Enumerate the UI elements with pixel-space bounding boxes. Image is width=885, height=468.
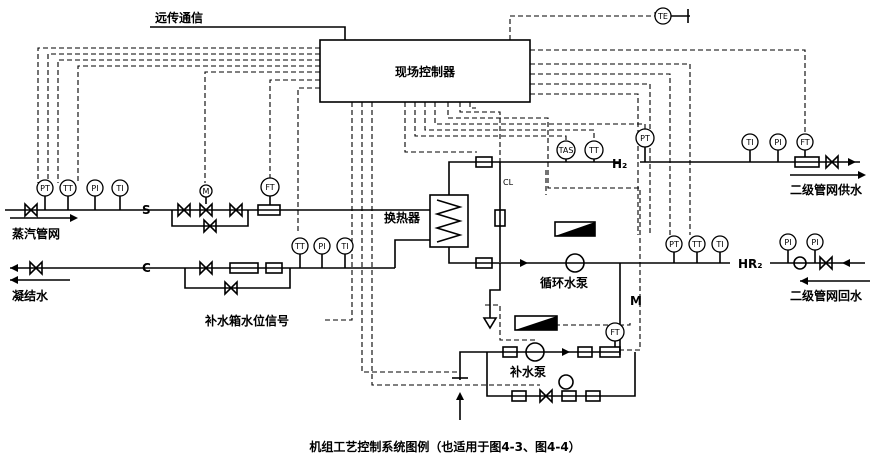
svg-text:PT: PT xyxy=(40,184,50,193)
svg-text:FT: FT xyxy=(265,183,274,192)
steam-pipe-label: 蒸汽管网 xyxy=(12,226,60,241)
svg-text:TT: TT xyxy=(691,240,702,249)
secondary-return-line xyxy=(448,221,870,355)
svg-text:PT: PT xyxy=(669,240,679,249)
makeup-section xyxy=(452,315,636,420)
condensate-instruments: TT PI TI xyxy=(291,237,354,268)
remote-comm-label: 远传通信 xyxy=(155,10,203,25)
steam-s-label: S xyxy=(142,203,151,217)
svg-text:M: M xyxy=(203,187,210,196)
condensate-label: 凝结水 xyxy=(12,288,49,303)
svg-text:PI: PI xyxy=(774,138,781,147)
tank-level-label: 补水箱水位信号 xyxy=(204,313,289,328)
svg-text:FT: FT xyxy=(800,138,809,147)
signal-lines xyxy=(37,9,806,386)
return-instruments: PT TT TI PI PI xyxy=(665,233,824,263)
svg-text:TAS: TAS xyxy=(558,146,574,155)
svg-text:TI: TI xyxy=(715,240,723,249)
m-label: M xyxy=(630,294,642,308)
svg-text:TT: TT xyxy=(588,146,599,155)
steam-flow-element xyxy=(257,204,281,216)
cl-label: CL xyxy=(503,178,514,187)
svg-text:TE: TE xyxy=(657,12,668,21)
controller-label: 现场控制器 xyxy=(395,64,456,79)
secondary-supply-label: 二级管网供水 xyxy=(790,182,863,197)
svg-text:FT: FT xyxy=(610,328,619,337)
svg-text:PT: PT xyxy=(640,134,650,143)
figure-caption: 机组工艺控制系统图例（也适用于图4-3、图4-4） xyxy=(309,439,580,454)
condensate-line xyxy=(10,239,430,296)
steam-instruments: PT TT PI TI M FT xyxy=(36,177,280,210)
condensate-c-label: C xyxy=(142,261,151,275)
h2-label: H₂ xyxy=(612,157,627,171)
hr2-label: HR₂ xyxy=(738,257,763,271)
svg-text:PI: PI xyxy=(318,242,325,251)
steam-valves xyxy=(24,196,243,234)
heat-exchanger-label: 换热器 xyxy=(384,210,421,225)
secondary-return-label: 二级管网回水 xyxy=(790,288,863,303)
supply-instruments: TAS TT PT TI PI FT TE xyxy=(556,7,814,162)
svg-text:TT: TT xyxy=(62,184,73,193)
makeup-pump-label: 补水泵 xyxy=(509,364,546,379)
svg-text:TI: TI xyxy=(745,138,753,147)
remote-comm-line xyxy=(150,26,346,40)
svg-text:PI: PI xyxy=(784,238,791,247)
svg-text:PI: PI xyxy=(811,238,818,247)
svg-text:TI: TI xyxy=(340,242,348,251)
makeup-instruments: FT xyxy=(605,322,625,347)
svg-text:TT: TT xyxy=(294,242,305,251)
svg-text:TI: TI xyxy=(115,184,123,193)
svg-text:PI: PI xyxy=(91,184,98,193)
circ-pump-label: 循环水泵 xyxy=(540,275,588,290)
secondary-supply-line xyxy=(448,154,866,262)
steam-line xyxy=(5,209,430,227)
